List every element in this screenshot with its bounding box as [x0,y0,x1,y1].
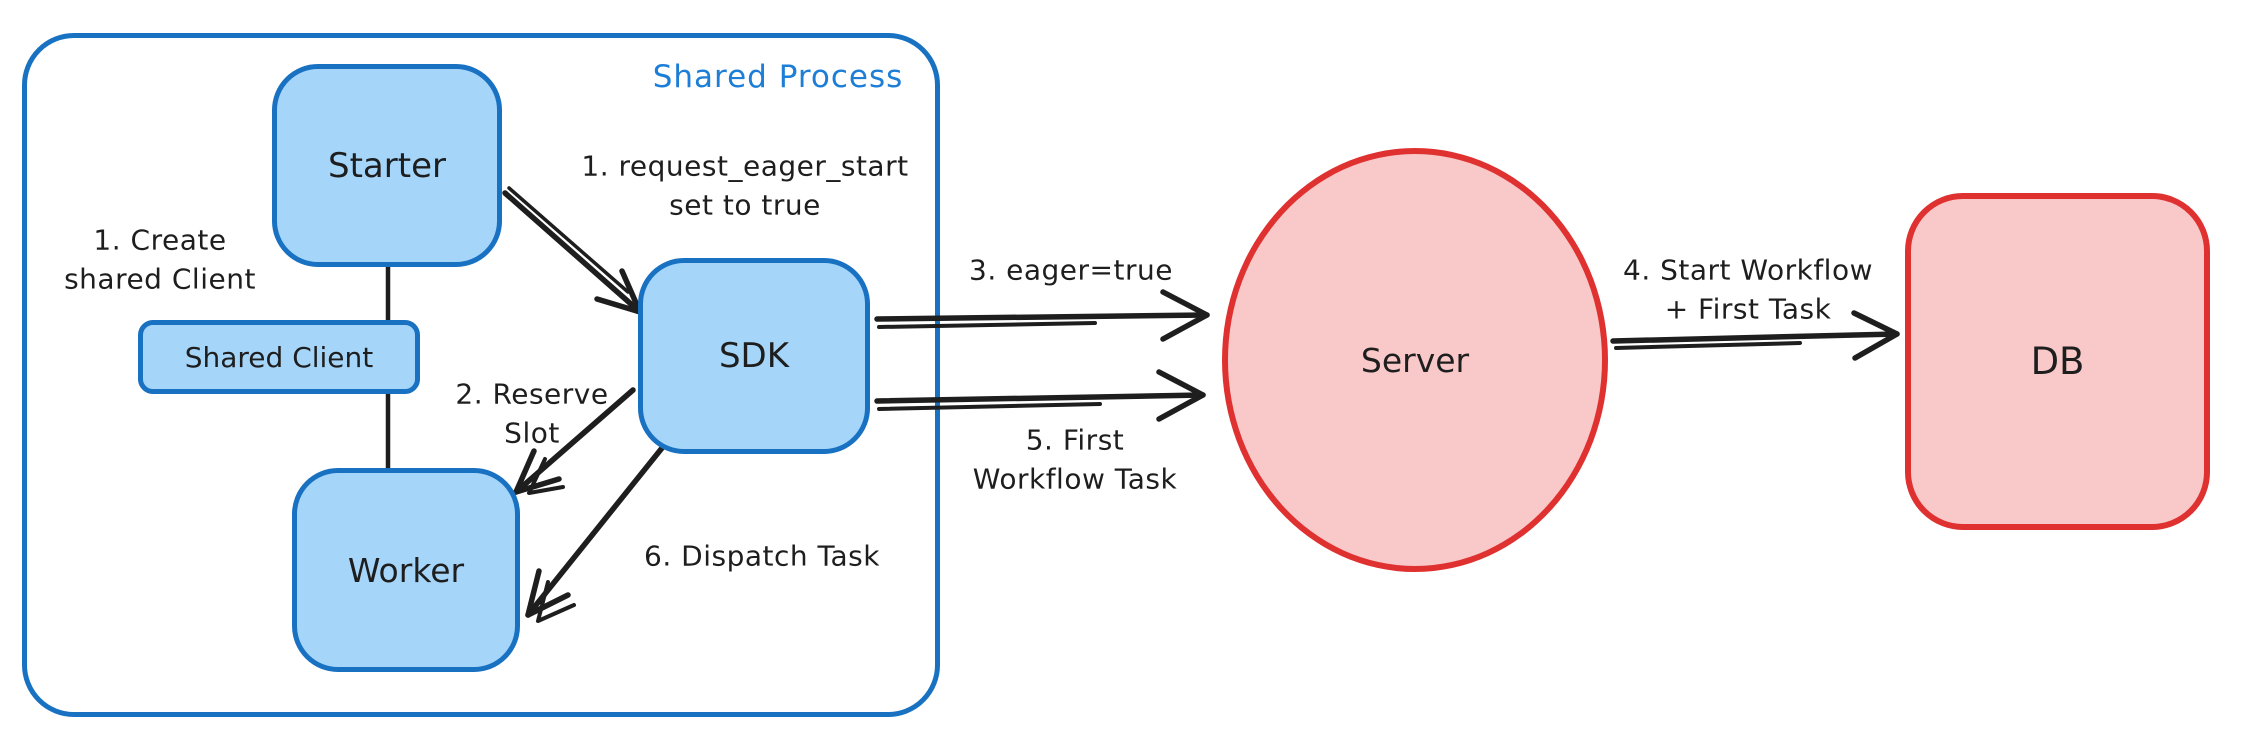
shared-client-node-label: Shared Client [184,340,374,374]
server-db-arrow-head [1851,310,1900,361]
sdk-server-task-arrow [874,392,1206,404]
annotation-create-shared-client: 1. Create shared Client [64,223,256,295]
sdk-worker-reserve-arrow-head [513,448,562,495]
annotation-first-workflow-task: 5. First Workflow Task [972,423,1178,495]
shared-process-label: Shared Process [652,59,904,95]
sdk-server-task-arrow-head [1156,369,1206,422]
server-node-label: Server [1360,340,1470,380]
annotation-start-workflow-first-task: 4. Start Workflow + First Task [1623,253,1873,325]
db-node-label: DB [2030,340,2085,383]
starter-sdk-arrow [502,190,643,315]
annotation-dispatch-task: 6. Dispatch Task [644,539,880,573]
sdk-node-label: SDK [718,336,790,376]
server-db-arrow-sketch [1614,341,1802,350]
db-node: DB [1905,193,2210,530]
sdk-worker-dispatch-arrow [525,445,665,618]
annotation-request-eager-start: 1. request_eager_start set to true [581,149,909,221]
shared-process-group [22,33,940,717]
annotation-eager-true: 3. eager=true [969,253,1173,287]
starter-node-label: Starter [328,145,446,186]
annotation-reserve-slot: 2. Reserve Slot [455,377,609,449]
starter-node: Starter [272,64,502,267]
sdk-worker-dispatch-arrow-head [525,568,571,618]
sdk-node: SDK [638,258,870,454]
starter-sdk-arrow-sketch [507,186,630,294]
sdk-worker-reserve-arrow-head-sketch [527,457,565,495]
server-node: Server [1222,148,1608,572]
sdk-worker-dispatch-arrow-head-sketch [536,580,576,623]
shared-client-node: Shared Client [138,320,420,394]
sdk-server-eager-arrow-head [1160,289,1210,342]
worker-node-label: Worker [347,550,465,590]
sdk-server-task-arrow-sketch [877,402,1102,411]
sdk-server-eager-arrow-sketch [877,321,1097,329]
sdk-server-eager-arrow [874,312,1210,322]
worker-node: Worker [292,468,520,672]
server-db-arrow [1610,331,1900,344]
